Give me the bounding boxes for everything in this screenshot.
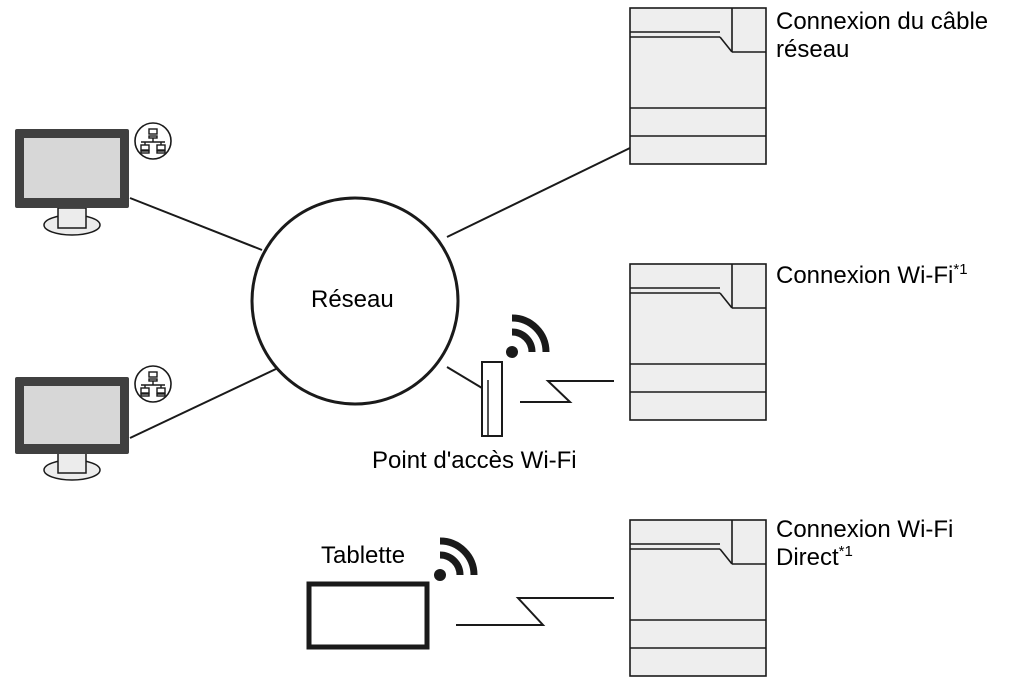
printer-wired bbox=[629, 7, 767, 165]
cable-network-access-point bbox=[446, 366, 483, 389]
computer-1 bbox=[15, 129, 129, 236]
wifi-access-point bbox=[481, 361, 503, 437]
footnote-marker: *1 bbox=[838, 543, 853, 560]
cable-pc1-network bbox=[129, 197, 263, 251]
printer-wired-label-line1: Connexion du câble bbox=[776, 8, 989, 35]
tablet-label: Tablette bbox=[321, 542, 406, 569]
cable-network-printer1 bbox=[446, 147, 631, 238]
computer-2 bbox=[15, 377, 129, 481]
wifi-signal-icon bbox=[506, 314, 550, 358]
printer-wifi-label-text: Connexion Wi-Fi bbox=[776, 262, 954, 289]
tablet-device bbox=[306, 581, 430, 650]
network-label: Réseau bbox=[311, 286, 394, 313]
cable-pc2-network bbox=[129, 367, 279, 439]
printer-direct-label-line1: Connexion Wi-Fi bbox=[776, 516, 954, 543]
footnote-marker: *1 bbox=[953, 261, 968, 278]
monitor-stand bbox=[57, 452, 87, 474]
lan-network-icon bbox=[134, 365, 172, 403]
monitor-screen bbox=[24, 138, 120, 198]
printer-wifi bbox=[629, 263, 767, 421]
wifi-signal-icon bbox=[434, 537, 478, 581]
connection-lines bbox=[129, 147, 631, 626]
printer-wired-label-line2: réseau bbox=[776, 36, 850, 63]
printer-wired-label: Connexion du câble réseau bbox=[776, 8, 988, 64]
printer-direct-label-line2-wrap: Direct*1 bbox=[776, 544, 953, 572]
printer-direct-label-line2: Direct bbox=[776, 544, 839, 571]
wireless-link-tablet-printer3 bbox=[456, 597, 614, 626]
lan-network-icon bbox=[134, 122, 172, 160]
monitor-stand bbox=[57, 207, 87, 229]
network-cloud bbox=[250, 196, 460, 406]
printer-direct-label: Connexion Wi-Fi Direct*1 bbox=[776, 516, 953, 572]
access-point-label: Point d'accès Wi-Fi bbox=[372, 447, 577, 474]
printer-wifi-label: Connexion Wi-Fi*1 bbox=[776, 262, 968, 290]
wireless-link-access-point-printer2 bbox=[520, 380, 614, 403]
printer-wifi-direct bbox=[629, 519, 767, 677]
monitor-screen bbox=[24, 386, 120, 444]
